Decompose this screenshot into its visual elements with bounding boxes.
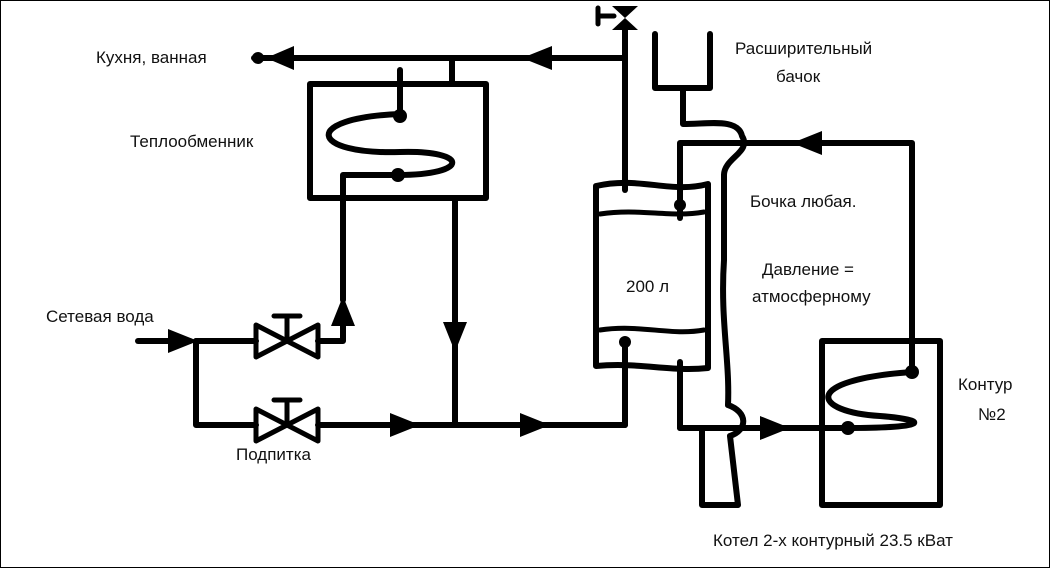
label-pressure-2: атмосферному <box>752 287 871 306</box>
tank-top-seam <box>597 209 707 217</box>
hx-shell-to-tank-pipe <box>449 55 628 87</box>
arrow-right-icon <box>390 413 420 437</box>
heat-exchanger-coil <box>325 111 455 178</box>
coil-inlet-pipe <box>340 172 401 303</box>
boiler-coil <box>825 369 918 431</box>
arrow-left-icon <box>792 131 822 155</box>
label-makeup: Подпитка <box>236 445 312 464</box>
arrow-left-icon <box>266 46 294 70</box>
makeup-valve-left-icon[interactable] <box>253 406 290 444</box>
expansion-drop-pipe <box>699 172 747 508</box>
tank-top-inlet-joint <box>674 199 686 211</box>
arrow-right-icon <box>520 413 550 437</box>
boiler-box <box>819 338 943 508</box>
label-heat-exchanger: Теплообменник <box>130 132 254 151</box>
arrow-down-icon <box>443 322 467 352</box>
arrow-up-icon <box>331 296 355 326</box>
vent-valve-handle-icon <box>595 5 617 27</box>
vent-valve-bottom-icon <box>612 18 638 30</box>
mains-valve-left-icon[interactable] <box>253 322 290 360</box>
arrow-left-icon <box>522 46 552 70</box>
label-circuit-2: №2 <box>978 405 1006 424</box>
label-expansion-tank-2: бачок <box>776 67 821 86</box>
tank-bottom-seam <box>597 325 707 335</box>
label-barrel-any: Бочка любая. <box>750 192 856 211</box>
label-kitchen-bath: Кухня, ванная <box>96 48 207 67</box>
mains-valve-right-icon[interactable] <box>284 322 321 360</box>
makeup-branch-pipe <box>193 338 259 428</box>
kitchen-tap-joint <box>252 52 264 64</box>
label-mains-water: Сетевая вода <box>46 307 154 326</box>
arrow-right-icon <box>760 416 790 440</box>
vent-valve-top-icon <box>612 6 638 18</box>
expansion-tank-pipe <box>680 85 748 178</box>
label-boiler: Котел 2-х контурный 23.5 кВат <box>713 531 953 550</box>
mains-valve-handle-icon[interactable] <box>271 313 303 344</box>
label-expansion-tank-1: Расширительный <box>735 39 872 58</box>
label-tank-volume: 200 л <box>626 277 669 296</box>
label-pressure-1: Давление = <box>762 260 854 279</box>
label-circuit-1: Контур <box>958 375 1013 394</box>
circuit-return-pipe <box>677 140 915 375</box>
tank-bottom-inlet-joint <box>619 336 631 348</box>
arrow-right-icon <box>168 329 198 353</box>
makeup-valve-right-icon[interactable] <box>284 406 321 444</box>
valve-to-hx-pipe <box>315 323 346 344</box>
makeup-valve-handle-icon[interactable] <box>271 397 303 428</box>
expansion-tank <box>652 31 713 91</box>
